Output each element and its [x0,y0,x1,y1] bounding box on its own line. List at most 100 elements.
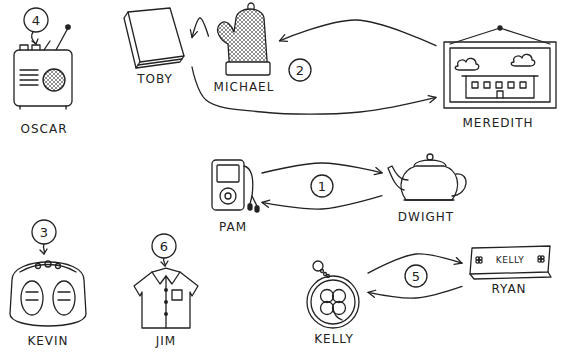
callout-ring [311,175,333,197]
foot-spa-drawing [56,264,61,269]
person-name: MEREDITH [463,116,534,130]
callout-ring [405,265,427,287]
keychain-drawing [324,273,327,276]
gift-node: PAM [204,152,262,236]
gift-node: DWIGHT [382,150,470,226]
shirt-drawing [165,276,166,328]
framed-picture-drawing [455,58,479,70]
callout-number: 2 [296,64,304,77]
person-name: DWIGHT [398,210,454,224]
mp3-player-drawing [225,193,231,199]
book-drawing [136,56,184,68]
gift-arrow [368,286,462,298]
gift-arrow [262,163,382,173]
foot-spa-drawing [26,292,70,300]
gift-node: KEVIN [4,250,92,350]
callout-ring [32,220,56,244]
callout-ring [32,220,56,254]
mp3-player-drawing [248,204,252,210]
shirt-drawing [165,301,168,304]
gift-arrow [192,67,436,114]
framed-picture-drawing [444,42,556,108]
illustrations [10,3,556,328]
keychain-drawing [321,270,324,273]
mp3-player-drawing [252,196,257,206]
book-drawing [124,12,140,68]
framed-picture-drawing [511,54,535,66]
teapot-drawing [414,160,446,166]
person-name: KELLY [314,332,354,346]
person-name: OSCAR [21,122,68,136]
framed-picture-drawing [497,91,503,98]
nameplate-drawing [541,259,544,262]
gift-node: TOBY [118,4,192,88]
person-name: MICHAEL [214,80,275,94]
teapot-drawing [401,166,458,200]
shirt-drawing [134,268,198,328]
keychain-drawing [311,280,355,324]
framed-picture-drawing [462,75,538,76]
gift-node: KELLY [300,252,368,348]
foot-spa-drawing [21,281,43,315]
nameplate-drawing [470,272,551,279]
callout-ring [405,265,427,287]
mp3-player-drawing [255,206,259,212]
gift-arrow [192,18,209,38]
gift-arrow [280,20,437,46]
radio-drawing [14,50,72,106]
radio-drawing [20,45,40,50]
keychain-drawing [333,308,342,320]
radio-drawing [14,25,72,109]
teapot-drawing [452,174,466,196]
mp3-player-drawing [217,165,239,182]
radio-drawing [66,25,70,29]
framed-picture-drawing [450,48,550,102]
mp3-player-drawing [244,166,253,204]
mp3-player-drawing [212,160,259,212]
foot-spa-drawing [36,264,41,269]
keychain-drawing [307,276,359,328]
teapot-drawing [388,154,466,200]
book-drawing [128,8,184,62]
callout-number: 1 [318,180,326,193]
person-name: KEVIN [27,334,68,348]
foot-spa-drawing [20,265,76,273]
radio-drawing [20,70,38,85]
radio-drawing [56,28,68,50]
person-name: TOBY [137,72,173,86]
radio-drawing [44,41,50,50]
nameplate-drawing [470,246,550,274]
teapot-drawing [388,166,408,190]
nameplate-drawing [470,246,551,279]
nameplate-text: KELLY [496,256,524,265]
book-drawing [138,59,182,65]
shirt-drawing [165,313,168,316]
shirt-drawing [172,290,182,300]
foot-spa-drawing [53,281,75,315]
callout-number: 3 [40,226,48,239]
callout-ring [40,249,47,254]
gift-node: MEREDITH [436,24,560,132]
oven-mitt-drawing [248,3,255,9]
oven-mitt-drawing [226,62,270,75]
radio-drawing [43,69,65,91]
callout-ring [152,234,176,258]
callout-ring [24,8,48,32]
teapot-drawing [427,154,433,160]
shirt-drawing [134,268,198,328]
callout-ring [152,234,176,266]
keychain-drawing [307,261,359,328]
keychain-drawing [333,290,346,303]
gift-node: JIM [128,262,204,350]
shirt-drawing [165,289,168,292]
callout-number: 6 [160,240,168,253]
teapot-drawing [404,199,454,200]
foot-spa-drawing [45,261,51,267]
callout-ring [32,39,38,44]
foot-spa-drawing [10,261,86,326]
